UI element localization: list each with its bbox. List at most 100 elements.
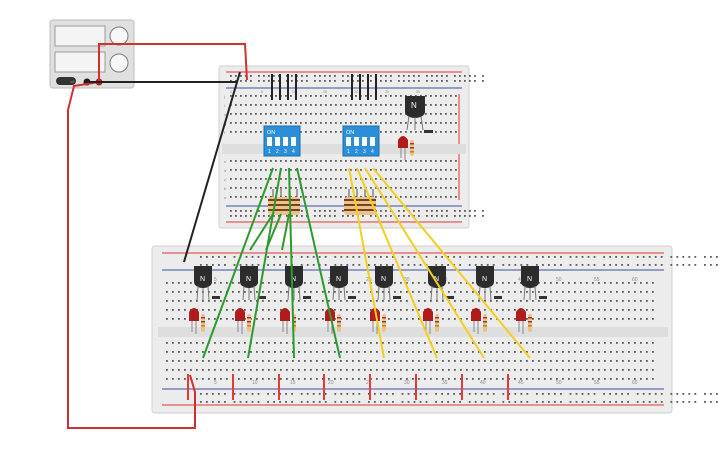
breadboard-hole[interactable] [238, 282, 240, 284]
breadboard-hole[interactable] [710, 264, 712, 266]
breadboard-hole[interactable] [408, 215, 410, 217]
breadboard-hole[interactable] [445, 131, 447, 133]
breadboard-hole[interactable] [469, 75, 471, 77]
breadboard-hole[interactable] [212, 264, 214, 266]
breadboard-hole[interactable] [304, 318, 306, 320]
breadboard-hole[interactable] [440, 131, 442, 133]
breadboard-hole[interactable] [375, 215, 377, 217]
breadboard-hole[interactable] [240, 95, 242, 97]
breadboard-hole[interactable] [235, 187, 237, 189]
breadboard-hole[interactable] [262, 300, 264, 302]
green-signal-wire[interactable] [249, 213, 274, 251]
breadboard-hole[interactable] [310, 351, 312, 353]
breadboard-hole[interactable] [268, 291, 270, 293]
breadboard-hole[interactable] [395, 178, 397, 180]
breadboard-hole[interactable] [172, 282, 174, 284]
breadboard-hole[interactable] [464, 80, 466, 82]
breadboard-hole[interactable] [342, 215, 344, 217]
breadboard-hole[interactable] [244, 369, 246, 371]
breadboard-hole[interactable] [202, 351, 204, 353]
breadboard-hole[interactable] [256, 291, 258, 293]
breadboard-hole[interactable] [304, 369, 306, 371]
breadboard-hole[interactable] [425, 401, 428, 403]
breadboard-hole[interactable] [424, 291, 426, 293]
breadboard-hole[interactable] [376, 342, 378, 344]
breadboard-hole[interactable] [508, 291, 510, 293]
breadboard-hole[interactable] [319, 210, 321, 212]
breadboard-hole[interactable] [446, 215, 448, 217]
breadboard-hole[interactable] [298, 318, 300, 320]
breadboard-hole[interactable] [636, 264, 639, 266]
breadboard-hole[interactable] [410, 178, 412, 180]
breadboard-hole[interactable] [580, 282, 582, 284]
breadboard-hole[interactable] [604, 369, 606, 371]
breadboard-hole[interactable] [260, 169, 262, 171]
breadboard-hole[interactable] [469, 215, 471, 217]
breadboard-hole[interactable] [196, 342, 198, 344]
breadboard-hole[interactable] [262, 342, 264, 344]
breadboard-hole[interactable] [418, 351, 420, 353]
breadboard-hole[interactable] [334, 360, 336, 362]
breadboard-hole[interactable] [405, 178, 407, 180]
breadboard-hole[interactable] [514, 264, 517, 266]
green-signal-wire[interactable] [265, 213, 282, 251]
breadboard-hole[interactable] [364, 318, 366, 320]
breadboard-hole[interactable] [604, 300, 606, 302]
breadboard-hole[interactable] [240, 215, 242, 217]
breadboard-hole[interactable] [368, 264, 370, 266]
breadboard-hole[interactable] [316, 369, 318, 371]
breadboard-hole[interactable] [220, 342, 222, 344]
breadboard-hole[interactable] [280, 351, 282, 353]
breadboard-hole[interactable] [346, 393, 349, 395]
breadboard-hole[interactable] [232, 351, 234, 353]
breadboard-hole[interactable] [325, 131, 327, 133]
breadboard-hole[interactable] [400, 104, 402, 106]
breadboard-hole[interactable] [466, 351, 468, 353]
breadboard-hole[interactable] [448, 282, 450, 284]
breadboard-hole[interactable] [431, 210, 433, 212]
breadboard-hole[interactable] [346, 309, 348, 311]
breadboard-hole[interactable] [390, 95, 392, 97]
breadboard-hole[interactable] [446, 210, 448, 212]
breadboard-hole[interactable] [646, 351, 648, 353]
breadboard-hole[interactable] [556, 378, 558, 380]
breadboard-hole[interactable] [562, 309, 564, 311]
voltage-knob[interactable] [109, 26, 129, 46]
breadboard-hole[interactable] [273, 80, 275, 82]
breadboard-hole[interactable] [400, 95, 402, 97]
breadboard-hole[interactable] [622, 318, 624, 320]
breadboard-hole[interactable] [212, 393, 214, 395]
dip-switch-2[interactable]: ON 1 2 3 4 [342, 125, 380, 157]
breadboard-hole[interactable] [232, 369, 234, 371]
breadboard-hole[interactable] [329, 215, 331, 217]
breadboard-hole[interactable] [592, 291, 594, 293]
breadboard-hole[interactable] [575, 264, 578, 266]
breadboard-hole[interactable] [430, 95, 432, 97]
breadboard-hole[interactable] [238, 291, 240, 293]
breadboard-hole[interactable] [178, 300, 180, 302]
breadboard-hole[interactable] [245, 160, 247, 162]
breadboard-hole[interactable] [286, 215, 288, 217]
breadboard-hole[interactable] [580, 378, 582, 380]
breadboard-hole[interactable] [634, 300, 636, 302]
breadboard-hole[interactable] [716, 264, 718, 266]
breadboard-hole[interactable] [184, 309, 186, 311]
breadboard-hole[interactable] [206, 401, 208, 403]
breadboard-hole[interactable] [208, 378, 210, 380]
breadboard-hole[interactable] [255, 122, 257, 124]
breadboard-hole[interactable] [202, 369, 204, 371]
breadboard-hole[interactable] [355, 122, 357, 124]
breadboard-hole[interactable] [274, 300, 276, 302]
breadboard-hole[interactable] [370, 309, 372, 311]
breadboard-hole[interactable] [459, 210, 461, 212]
breadboard-hole[interactable] [436, 215, 438, 217]
breadboard-hole[interactable] [214, 378, 216, 380]
breadboard-hole[interactable] [260, 131, 262, 133]
breadboard-hole[interactable] [340, 256, 343, 258]
breadboard-hole[interactable] [328, 360, 330, 362]
breadboard-hole[interactable] [408, 80, 410, 82]
breadboard-hole[interactable] [646, 318, 648, 320]
breadboard-hole[interactable] [628, 342, 630, 344]
breadboard-hole[interactable] [250, 80, 252, 82]
breadboard-hole[interactable] [682, 393, 685, 395]
